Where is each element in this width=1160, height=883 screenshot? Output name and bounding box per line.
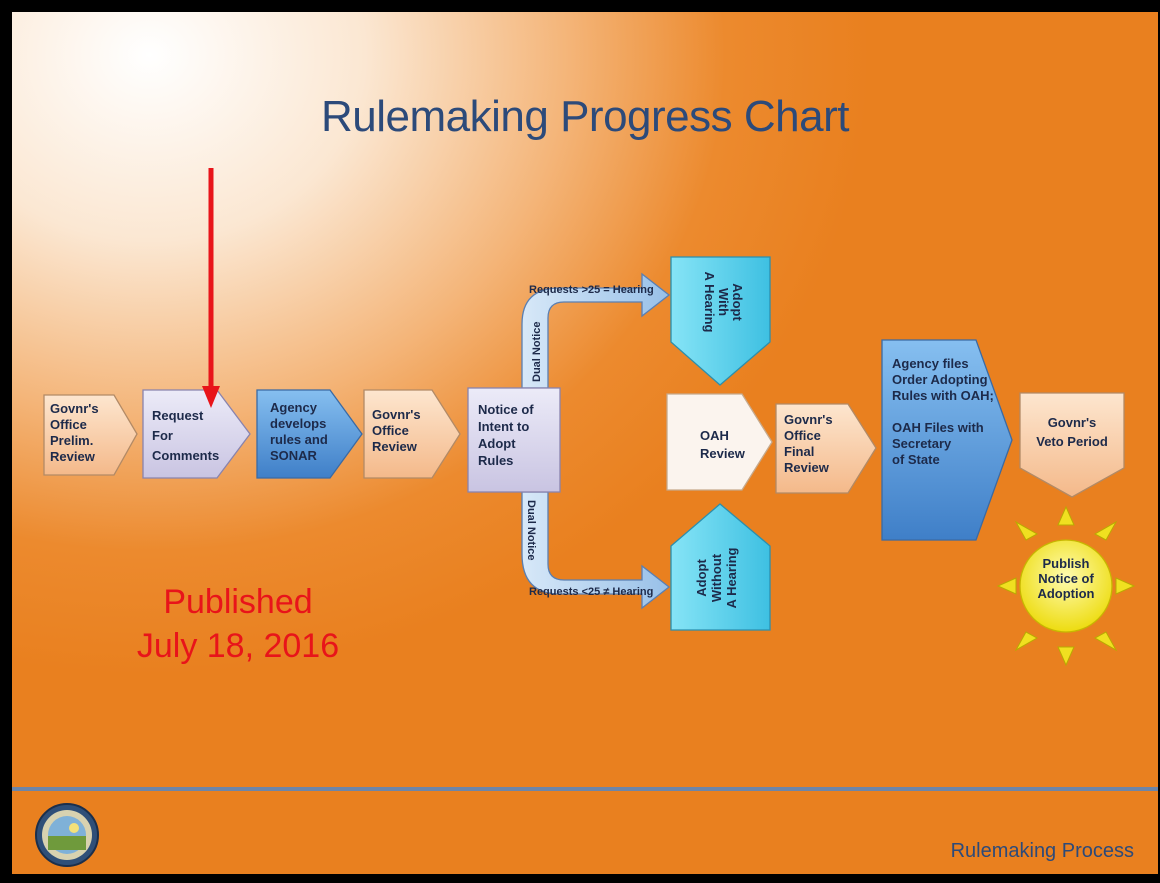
agency-files-line: Order Adopting — [892, 372, 988, 387]
agency-develops-line: Agency — [270, 400, 318, 415]
oah-review-line: OAH — [700, 428, 729, 443]
agency-files-line: Secretary — [892, 436, 952, 451]
adopt-without-hearing-line: Without — [709, 553, 724, 602]
adopt-with-hearing-line: A Hearing — [702, 272, 717, 333]
publish-notice-line: Notice of — [1038, 571, 1094, 586]
govnr-final-review-line: Review — [784, 460, 830, 475]
step-adopt-without-hearing — [670, 503, 771, 631]
step-notice-of-intent — [467, 387, 561, 493]
agency-develops-line: rules and — [270, 432, 328, 447]
agency-files-line: Rules with OAH; — [892, 388, 994, 403]
request-comments-line: Request — [152, 408, 204, 423]
govnr-prelim-line: Govnr's — [50, 401, 99, 416]
agency-files-line: Agency files — [892, 356, 969, 371]
step-adopt-with-hearing — [670, 256, 771, 386]
publish-notice-line: Publish — [1043, 556, 1090, 571]
govnr-final-review-line: Office — [784, 428, 821, 443]
govnr-veto-line: Govnr's — [1048, 415, 1097, 430]
dual-notice-lower-label: Dual Notice — [525, 500, 537, 561]
step-govnr-prelim-review — [43, 394, 138, 476]
agency-develops-line: SONAR — [270, 448, 318, 463]
published-date: July 18, 2016 — [136, 627, 340, 665]
govnr-veto-line: Veto Period — [1036, 434, 1108, 449]
footer-label: Rulemaking Process — [950, 840, 1134, 862]
agency-develops-line: develops — [270, 416, 326, 431]
govnr-final-review-line: Final — [784, 444, 814, 459]
notice-intent-line: Rules — [478, 453, 513, 468]
govnr-office-review-line: Govnr's — [372, 407, 421, 422]
published-label: Published — [163, 583, 313, 621]
adopt-without-hearing-line: Adopt — [694, 559, 709, 597]
state-seal-logo — [35, 803, 99, 867]
govnr-prelim-line: Review — [50, 449, 96, 464]
govnr-office-review-line: Office — [372, 423, 409, 438]
agency-files-line: of State — [892, 452, 940, 467]
upper-branch-label: Requests >25 = Hearing — [529, 284, 654, 296]
adopt-with-hearing-line: With — [716, 288, 731, 316]
lower-branch-arrow — [521, 491, 671, 610]
notice-intent-line: Adopt — [478, 436, 516, 451]
publish-notice-line: Adoption — [1037, 586, 1094, 601]
published-note: Published July 18, 2016 — [108, 580, 368, 668]
notice-intent-line: Intent to — [478, 419, 529, 434]
red-annotation-arrow — [202, 168, 220, 408]
govnr-prelim-line: Prelim. — [50, 433, 93, 448]
step-agency-files-order — [881, 339, 1013, 541]
upper-branch-arrow — [521, 272, 671, 389]
step-govnr-final-review — [775, 403, 877, 494]
step-govnr-office-review — [363, 389, 461, 479]
notice-intent-line: Notice of — [478, 402, 534, 417]
step-agency-develops-rules — [256, 389, 363, 479]
rulemaking-flow-diagram: Requests >25 = Hearing Requests <25 ≠ He… — [43, 168, 1136, 667]
slide-title: Rulemaking Progress Chart — [321, 92, 849, 141]
govnr-prelim-line: Office — [50, 417, 87, 432]
govnr-final-review-line: Govnr's — [784, 412, 833, 427]
footer-divider — [12, 787, 1158, 791]
govnr-office-review-line: Review — [372, 439, 418, 454]
lower-branch-label: Requests <25 ≠ Hearing — [529, 586, 653, 598]
adopt-with-hearing-line: Adopt — [730, 283, 745, 321]
dual-notice-upper-label: Dual Notice — [531, 321, 543, 382]
request-comments-line: For — [152, 428, 173, 443]
publish-notice-sun — [996, 505, 1136, 667]
slide: Rulemaking Progress Chart — [12, 12, 1158, 874]
oah-review-line: Review — [700, 446, 746, 461]
adopt-without-hearing-line: A Hearing — [724, 547, 739, 608]
step-govnr-veto-period — [1019, 392, 1125, 498]
step-oah-review — [666, 393, 773, 491]
oah-review-label: OAH Review — [700, 428, 746, 461]
agency-files-line: OAH Files with — [892, 420, 984, 435]
request-comments-line: Comments — [152, 448, 219, 463]
